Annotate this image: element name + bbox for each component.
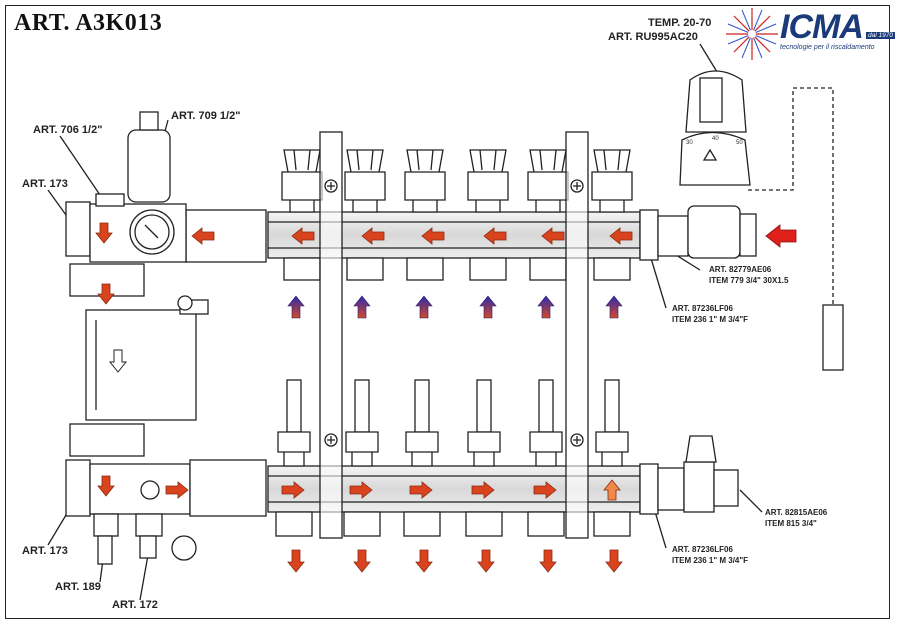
arrow-up-icon <box>353 295 371 319</box>
label-union-top: ART. 173 <box>22 178 68 190</box>
return-arrows <box>287 295 623 319</box>
arrow-left-icon <box>291 227 315 245</box>
arrow-up-icon <box>603 479 621 501</box>
label-fill-valve: ART. 172 <box>112 599 158 611</box>
top-valve-heads <box>281 149 633 213</box>
bracket-left <box>319 131 343 539</box>
label-union-bottom: ART. 173 <box>22 545 68 557</box>
label-air-vent-valve: ART. 706 1/2" <box>33 124 103 136</box>
arrow-left-icon <box>765 224 797 248</box>
arrow-down-icon <box>108 349 128 373</box>
brand-name: ICMA <box>780 8 864 46</box>
arrow-left-icon <box>421 227 445 245</box>
thermostat-scale-40: 40 <box>712 136 719 142</box>
air-vent-valve <box>95 193 125 207</box>
leader-manifold-top <box>649 254 667 309</box>
bottom-left-connector <box>189 459 267 517</box>
label-thermostatic-head: ART. RU995AC20 <box>608 31 698 43</box>
arrow-right-icon <box>471 481 495 499</box>
arrow-up-icon <box>537 295 555 319</box>
top-outlet-fittings <box>283 257 631 281</box>
top-union <box>65 201 91 257</box>
arrow-left-icon <box>609 227 633 245</box>
thermostat-scale-50: 50 <box>736 140 743 146</box>
arrow-down-icon <box>415 549 433 573</box>
arrow-up-icon <box>415 295 433 319</box>
arrow-down-icon <box>477 549 495 573</box>
leader-fill-valve <box>139 554 149 601</box>
thermostat-scale-30: 30 <box>686 140 693 146</box>
outlet-down-arrows <box>287 549 623 573</box>
ball-valve-body <box>657 215 689 257</box>
top-flow-arrows <box>95 222 633 305</box>
page-title: ART. A3K013 <box>14 10 163 36</box>
label-lockshield-item: ITEM 815 3/4" <box>765 519 817 528</box>
arrow-left-icon <box>191 227 215 245</box>
arrow-right-icon <box>533 481 557 499</box>
arrow-up-icon <box>605 295 623 319</box>
arrow-down-icon <box>353 549 371 573</box>
capillary-line <box>748 87 834 305</box>
pump-union-bottom <box>69 423 145 457</box>
leader-union-bottom <box>47 514 67 546</box>
brand-since: dal 1970 <box>866 32 895 39</box>
arrow-down-icon <box>605 549 623 573</box>
label-temp-range: TEMP. 20-70 <box>648 17 712 29</box>
arrow-down-icon <box>97 283 115 305</box>
diagram-frame <box>5 5 890 619</box>
arrow-right-icon <box>349 481 373 499</box>
arrow-right-icon <box>165 481 189 499</box>
label-auto-air-vent: ART. 709 1/2" <box>171 110 241 122</box>
bottom-manifold-endcap <box>639 463 659 515</box>
bottom-flow-arrows <box>97 475 557 499</box>
arrow-right-icon <box>281 481 305 499</box>
leader-lockshield <box>739 489 763 513</box>
arrow-right-icon <box>409 481 433 499</box>
arrow-down-icon <box>95 222 113 244</box>
arrow-up-icon <box>479 295 497 319</box>
brand-tagline: tecnologie per il riscaldamento <box>780 44 875 51</box>
arrow-left-icon <box>483 227 507 245</box>
temperature-sensor <box>822 304 844 371</box>
arrow-down-icon <box>97 475 115 497</box>
label-manifold-bottom-code: ART. 87236LF06 <box>672 545 733 554</box>
leader-union-top <box>47 189 67 216</box>
leader-air-vent-valve <box>59 135 101 196</box>
fill-valve <box>135 513 163 537</box>
arrow-left-icon <box>541 227 565 245</box>
label-manifold-top-code: ART. 87236LF06 <box>672 304 733 313</box>
circulation-pump <box>85 309 197 421</box>
label-manifold-top-item: ITEM 236 1" M 3/4"F <box>672 315 749 324</box>
label-drain-cock: ART. 189 <box>55 581 101 593</box>
label-lockshield-code: ART. 82815AE06 <box>765 508 828 517</box>
label-ball-valve-code: ART. 82779AE06 <box>709 265 772 274</box>
label-manifold-bottom-item: ITEM 236 1" M 3/4"F <box>672 556 749 565</box>
lockshield-body <box>657 467 685 511</box>
arrow-down-icon <box>287 549 305 573</box>
bottom-union <box>65 459 91 517</box>
auto-air-vent <box>127 129 171 203</box>
bottom-outlet-fittings <box>275 511 631 537</box>
label-ball-valve-item: ITEM 779 3/4" 30X1.5 <box>709 276 789 285</box>
logo-burst-icon <box>726 8 778 60</box>
bracket-right <box>565 131 589 539</box>
top-manifold-endcap <box>639 209 659 261</box>
flow-meters <box>277 379 629 467</box>
arrow-left-icon <box>361 227 385 245</box>
brand-logo <box>722 6 890 62</box>
drain-cock <box>93 513 119 537</box>
arrow-up-icon <box>287 295 305 319</box>
arrow-down-icon <box>539 549 557 573</box>
